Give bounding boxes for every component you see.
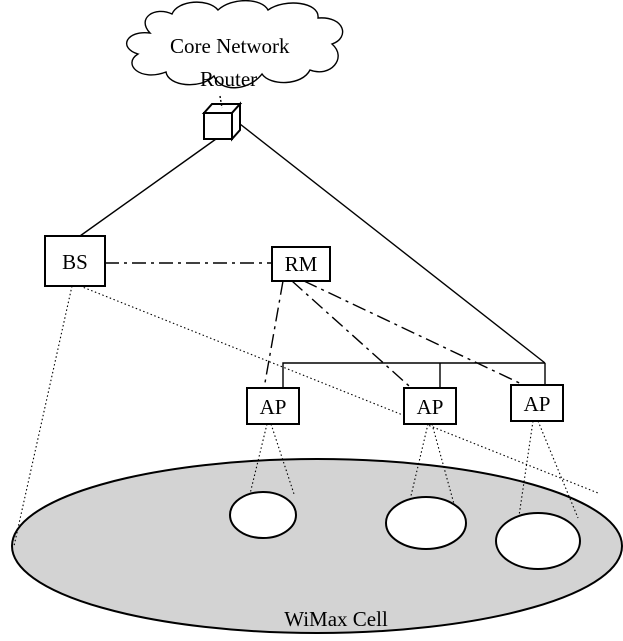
bs-coverage-right xyxy=(79,285,599,494)
ap3-coverage-left xyxy=(518,420,534,517)
ap-bus-link xyxy=(282,362,545,388)
ap3-coverage-cell xyxy=(495,512,581,570)
rm-ap2-control-link xyxy=(291,280,419,395)
rm-ap3-control-link xyxy=(303,280,531,389)
ap3-coverage-right xyxy=(537,420,579,519)
router-icon xyxy=(201,95,243,142)
ap2-coverage-right xyxy=(431,423,455,505)
rm-ap1-control-link xyxy=(262,280,284,395)
ap2-coverage-left xyxy=(409,423,429,501)
ap1-coverage-left xyxy=(249,423,268,495)
ap-node: AP xyxy=(246,387,300,425)
wimax-cell-label: WiMax Cell xyxy=(284,607,388,631)
ap1-coverage-right xyxy=(270,423,295,495)
ap-node: AP xyxy=(510,384,564,422)
bs-node: BS xyxy=(44,235,106,287)
router-bs-link xyxy=(79,138,217,237)
ap-label: AP xyxy=(260,395,287,419)
core-network-label: Core Network xyxy=(170,34,290,58)
wimax-cell xyxy=(11,458,623,634)
ap1-coverage-cell xyxy=(229,491,297,539)
core-network-cloud: Core Network xyxy=(126,0,344,89)
ap-label: AP xyxy=(524,392,551,416)
ap-node: AP xyxy=(403,387,457,425)
ap2-coverage-cell xyxy=(385,496,467,550)
bs-label: BS xyxy=(62,250,88,274)
rm-node: RM xyxy=(271,246,331,282)
router-ap-trunk-link xyxy=(239,123,546,364)
ap-label: AP xyxy=(417,395,444,419)
router-label: Router xyxy=(200,67,257,91)
rm-label: RM xyxy=(285,252,318,276)
bs-coverage-left xyxy=(13,285,73,547)
